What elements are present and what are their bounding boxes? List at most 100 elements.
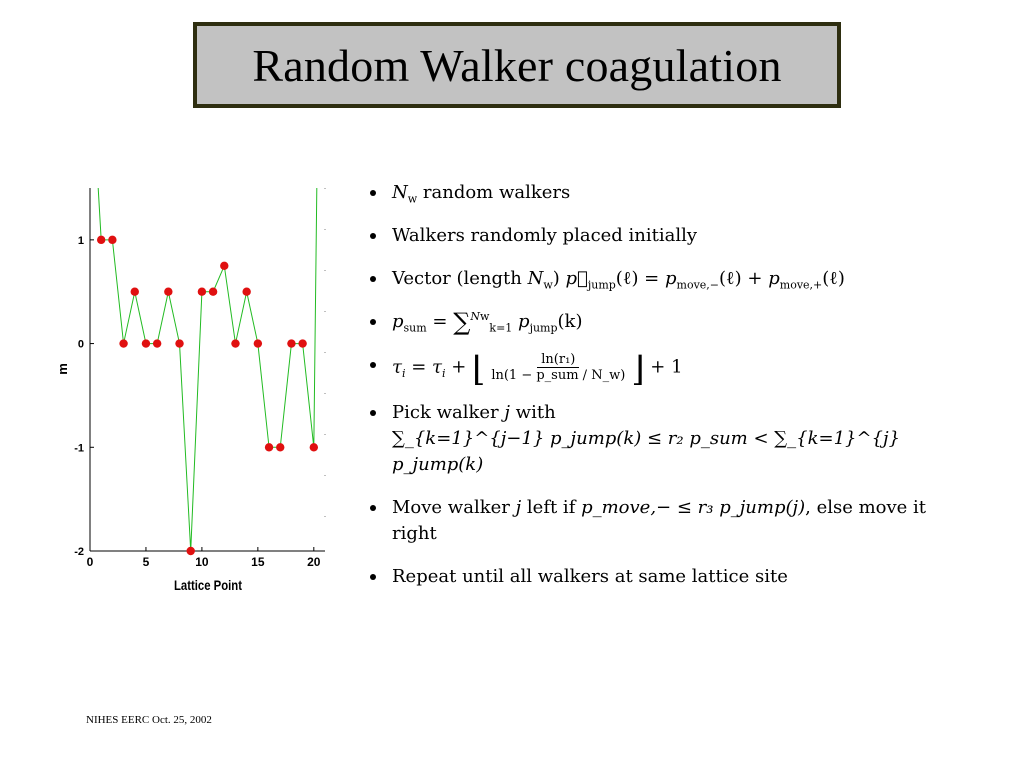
math-symbol: j <box>515 497 522 518</box>
math-subscript: i <box>401 367 406 381</box>
bullet-item-repeat: Repeat until all walkers at same lattice… <box>368 564 948 590</box>
bullet-item-placement: Walkers randomly placed initially <box>368 223 948 249</box>
chart-data-point <box>253 339 263 348</box>
bullet-text: Repeat until all walkers at same lattice… <box>392 566 788 587</box>
fraction-denominator: ln(1 − p_sum / N_w) <box>491 368 626 383</box>
sum-symbol: ∑ <box>453 308 471 336</box>
bullet-item-pick-walker: Pick walker j with ∑_{k=1}^{j−1} p_jump(… <box>368 400 948 478</box>
chart-x-tick-label: 0 <box>87 555 94 569</box>
chart-data-point <box>276 443 285 452</box>
math-symbol: τ <box>392 356 402 378</box>
math-subscript: jump <box>529 321 558 335</box>
math-subscript: k=1 <box>489 321 513 335</box>
math-subscript: move,+ <box>779 278 823 292</box>
math-subscript: i <box>442 367 446 381</box>
math-subscript: w <box>543 278 553 292</box>
slide-footer: NIHES EERC Oct. 25, 2002 <box>86 714 212 726</box>
bullet-item-psum: psum = ∑Nwk=1 pjump(k) <box>368 309 948 335</box>
chart-data-point <box>231 339 240 348</box>
chart-data-point <box>108 235 117 245</box>
math-symbol: p <box>665 268 677 289</box>
bullet-dot <box>370 505 376 511</box>
lattice-chart: 0 5 10 15 20 -2 -1 0 1 Lattice Point m <box>55 187 326 593</box>
chart-data-point <box>175 339 184 348</box>
bullet-item-walkers: Nw random walkers <box>368 180 948 206</box>
chart-data-point <box>264 443 274 452</box>
math-subscript: w <box>407 192 418 206</box>
slide-title: Random Walker coagulation <box>252 39 782 91</box>
chart-data-point <box>119 339 128 348</box>
chart-x-tick-label: 5 <box>143 555 150 569</box>
chart-data-point <box>242 287 251 296</box>
bullet-item-vector: Vector (length Nw) p⃗jump(ℓ) = pmove,−(ℓ… <box>368 266 948 292</box>
chart-data-point <box>186 546 195 556</box>
bullet-text: Vector (length <box>392 268 528 289</box>
chart-x-tick-label: 10 <box>195 555 209 569</box>
math-symbol: N <box>392 182 408 203</box>
bullet-dot <box>370 276 376 282</box>
chart-data-point <box>141 339 151 348</box>
math-expression: (ℓ) + <box>719 268 769 289</box>
chart-y-tick-label: -2 <box>74 546 84 558</box>
bullet-dot <box>370 319 376 325</box>
chart-data-point <box>298 339 307 348</box>
chart-data-point <box>309 443 319 452</box>
chart-x-tick-label: 20 <box>307 555 321 569</box>
bullet-text: left if <box>521 497 582 518</box>
bullet-item-move-walker: Move walker j left if p_move,− ≤ r₃ p_ju… <box>368 495 948 547</box>
bullet-text: Pick walker <box>392 402 505 423</box>
chart-series-markers <box>96 235 319 556</box>
right-floor-bracket: ⌋ <box>631 349 645 390</box>
math-symbol: N <box>527 268 544 289</box>
chart-data-point <box>130 287 139 296</box>
bullet-text: Move walker <box>392 497 516 518</box>
chart-data-point <box>152 339 162 348</box>
bullet-dot <box>370 362 376 368</box>
math-superscript: w <box>480 310 490 323</box>
bullet-text: ) <box>552 268 566 289</box>
chart-data-point <box>164 287 173 296</box>
math-subscript: move,− <box>676 278 720 292</box>
bullet-list: Nw random walkers Walkers randomly place… <box>368 180 948 607</box>
left-floor-bracket: ⌊ <box>472 349 486 390</box>
bullet-dot <box>370 410 376 416</box>
math-expression: (ℓ) = <box>615 268 665 289</box>
chart-series-line <box>97 187 318 552</box>
chart-y-tick-label: 1 <box>78 235 84 247</box>
chart-data-point <box>208 287 218 296</box>
title-box: Random Walker coagulation <box>193 22 841 108</box>
chart-data-point <box>287 339 296 348</box>
chart-xlabel: Lattice Point <box>174 577 242 593</box>
math-expression: + 1 <box>644 356 683 378</box>
chart-ticks: 0 5 10 15 20 -2 -1 0 1 <box>74 235 321 569</box>
chart-ylabel: m <box>55 363 70 375</box>
bullet-text: random walkers <box>417 182 571 203</box>
chart-x-tick-label: 15 <box>251 555 265 569</box>
math-symbol: p⃗ <box>565 268 588 289</box>
math-expression: + <box>445 356 473 378</box>
bullet-text: with <box>509 402 556 423</box>
fraction-numerator: ln(r₁) <box>537 352 580 368</box>
chart-data-point <box>96 235 106 245</box>
bullet-text: , else move it right <box>392 497 927 544</box>
math-expression: (k) <box>557 311 583 332</box>
math-superscript: N <box>470 310 480 323</box>
math-expression: ∑_{k=1}^{j−1} p_jump(k) ≤ r₂ p_sum < ∑_{… <box>392 428 901 475</box>
chart-series-path <box>97 187 318 552</box>
math-expression: (ℓ) <box>822 268 845 289</box>
bullet-item-tau: τi = τi + ⌊ln(r₁)ln(1 − p_sum / N_w)⌋ + … <box>368 352 948 387</box>
math-expression: p_move,− ≤ r₃ p_jump(j) <box>581 497 806 518</box>
math-symbol: j <box>504 402 510 423</box>
chart-y-tick-label: -1 <box>74 442 84 454</box>
chart-y-tick-label: 0 <box>78 339 84 351</box>
bullet-text: Walkers randomly placed initially <box>392 225 698 246</box>
math-symbol: p <box>512 311 530 332</box>
fraction: ln(r₁)ln(1 − p_sum / N_w) <box>487 352 629 383</box>
math-subscript: jump <box>587 278 616 292</box>
bullet-dot <box>370 233 376 239</box>
math-symbol: τ <box>432 356 442 378</box>
math-expression: = <box>426 311 454 332</box>
math-symbol: p <box>392 311 404 332</box>
bullet-dot <box>370 190 376 196</box>
chart-axes <box>89 188 326 552</box>
